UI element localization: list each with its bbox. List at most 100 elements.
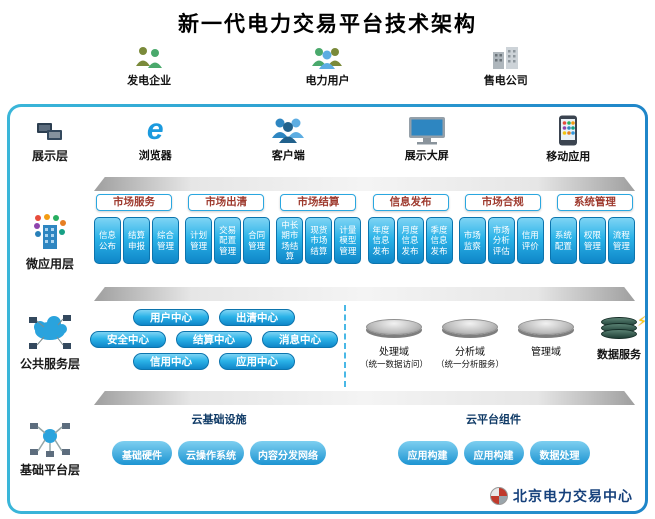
category-button: 市场合规 [464,194,541,211]
retail-company-building-icon [492,47,518,69]
pinwheel-logo-icon [490,487,508,505]
micro-app-group: 计划管理 交易配置管理 合同管理 [185,217,271,264]
database-cylinder-icon [442,319,498,335]
cloud-shape: 应用构建 [463,432,524,465]
public-service-layer: 用户中心 出清中心 安全中心 结算中心 消息中心 信用中心 应用中心 [90,301,645,391]
layer-separator [94,287,635,301]
category-button: 市场出清 [188,194,265,211]
client-group-icon [272,118,305,143]
service-center-pill: 出清中心 [219,309,295,326]
database-cylinder-icon [518,319,574,335]
micro-app-button: 综合管理 [152,217,179,264]
micro-app-button: 季度信息发布 [425,217,453,264]
micro-app-button: 计划管理 [185,217,213,264]
data-service: ⚡ 数据服务 [584,313,645,362]
micro-app-grid: 信息公布 结算申报 综合管理 计划管理 交易配置管理 合同管理 中长期市场结算 … [92,211,637,264]
monitors-icon [37,123,62,140]
presentation-item-browser: e 浏览器 [138,113,172,163]
database-stack-icon: ⚡ [601,313,645,339]
apps-grid-icon [34,214,66,249]
micro-app-button: 信息公布 [94,217,121,264]
brand-footer: 北京电力交易中心 [490,486,633,506]
micro-app-button: 流程管理 [607,217,635,264]
service-center-pill: 安全中心 [90,331,166,348]
category-button: 系统管理 [556,194,633,211]
section-title: 云平台组件 [466,414,521,426]
micro-app-button: 中长期市场结算 [276,217,304,264]
cloud-shape: 基础硬件 [112,432,172,465]
cloud-devices-icon [29,315,71,349]
service-center-pill: 信用中心 [133,353,209,370]
layer-label-base-platform: 基础平台层 [12,421,88,478]
ie-browser-icon: e [146,113,164,146]
entity-generation-company: 发电企业 [127,44,171,94]
category-button: 市场服务 [96,194,172,211]
micro-app-group: 系统配置 权限管理 流程管理 [549,217,635,264]
network-nodes-icon [30,423,70,457]
micro-app-button: 权限管理 [578,217,606,264]
service-center-pill: 结算中心 [176,331,252,348]
entity-label: 电力用户 [305,75,350,87]
micro-app-button: 计量模型管理 [334,217,362,264]
category-button: 信息发布 [372,194,449,211]
presentation-item-mobile: 移动应用 [546,115,590,164]
cloud-infrastructure-section: 云基础设施 基础硬件 云操作系统 内容分发网络 [90,409,348,509]
top-entities-row: 发电企业 电力用户 售电公司 [0,38,655,94]
brand-name: 北京电力交易中心 [513,488,633,504]
power-users-icon [312,48,343,69]
micro-app-group: 信息公布 结算申报 综合管理 [94,217,179,264]
micro-app-button: 月度信息发布 [396,217,424,264]
main-frame: 展示层 微应用层 [7,104,648,514]
section-title: 云基础设施 [191,414,247,426]
domain-processing: 处理域 （统一数据访问） [356,319,432,370]
generators-people-icon [136,47,163,68]
micro-app-group: 中长期市场结算 现货市场结算 计量模型管理 [276,217,362,264]
micro-app-button: 现货市场结算 [305,217,333,264]
presentation-item-display: 展示大屏 [405,115,449,163]
cloud-shape: 云操作系统 [178,432,244,465]
entity-label: 售电公司 [483,75,528,87]
database-cylinder-icon [366,319,422,335]
micro-app-button: 市场监察 [458,217,486,264]
micro-app-button: 信用评价 [516,217,544,264]
layer-separator [94,391,635,405]
cloud-shape: 应用构建 [397,432,458,465]
presentation-layer: e 浏览器 客户端 [90,107,639,177]
presentation-item-client: 客户端 [269,115,307,163]
domain-management: 管理域 [508,319,584,358]
domain-analysis: 分析域 （统一分析服务） [432,319,508,370]
data-domains: 处理域 （统一数据访问） 分析域 （统一分析服务） 管理域 [352,301,645,391]
layer-label-micro-app: 微应用层 [12,213,88,272]
micro-app-group: 市场监察 市场分析评估 信用评价 [458,217,544,264]
entity-label: 发电企业 [127,75,172,87]
service-center-pill: 应用中心 [219,353,295,370]
base-platform-layer: 云基础设施 基础硬件 云操作系统 内容分发网络 云平台组件 应用构建 应用构建 … [90,405,639,509]
layer-label-public-service: 公共服务层 [12,313,88,372]
micro-app-button: 交易配置管理 [214,217,242,264]
cloud-shape: 数据处理 [529,432,590,465]
micro-app-button: 系统配置 [549,217,577,264]
service-center-pill: 用户中心 [133,309,209,326]
micro-app-button: 市场分析评估 [487,217,515,264]
layer-label-presentation: 展示层 [12,121,88,164]
category-button: 市场结算 [280,194,357,211]
micro-app-layer: 市场服务 市场出清 市场结算 信息发布 市场合规 系统管理 信息公布 结算申报 … [90,191,639,287]
service-centers: 用户中心 出清中心 安全中心 结算中心 消息中心 信用中心 应用中心 [90,301,338,391]
micro-app-button: 合同管理 [243,217,271,264]
cloud-platform-components-section: 云平台组件 应用构建 应用构建 数据处理 [348,409,639,509]
category-row: 市场服务 市场出清 市场结算 信息发布 市场合规 系统管理 [92,194,637,211]
display-screen-icon [408,117,445,145]
entity-power-users: 电力用户 [305,44,349,94]
lightning-icon: ⚡ [637,313,645,329]
cloud-shape: 内容分发网络 [250,432,326,465]
data-service-label: 数据服务 [597,349,641,361]
micro-app-button: 结算申报 [123,217,150,264]
page-title: 新一代电力交易平台技术架构 [178,13,477,36]
micro-app-group: 年度信息发布 月度信息发布 季度信息发布 [367,217,453,264]
entity-retail-company: 售电公司 [484,44,528,94]
dashed-divider [344,305,346,387]
service-center-pill: 消息中心 [262,331,338,348]
micro-app-button: 年度信息发布 [367,217,395,264]
mobile-app-icon [559,115,578,146]
